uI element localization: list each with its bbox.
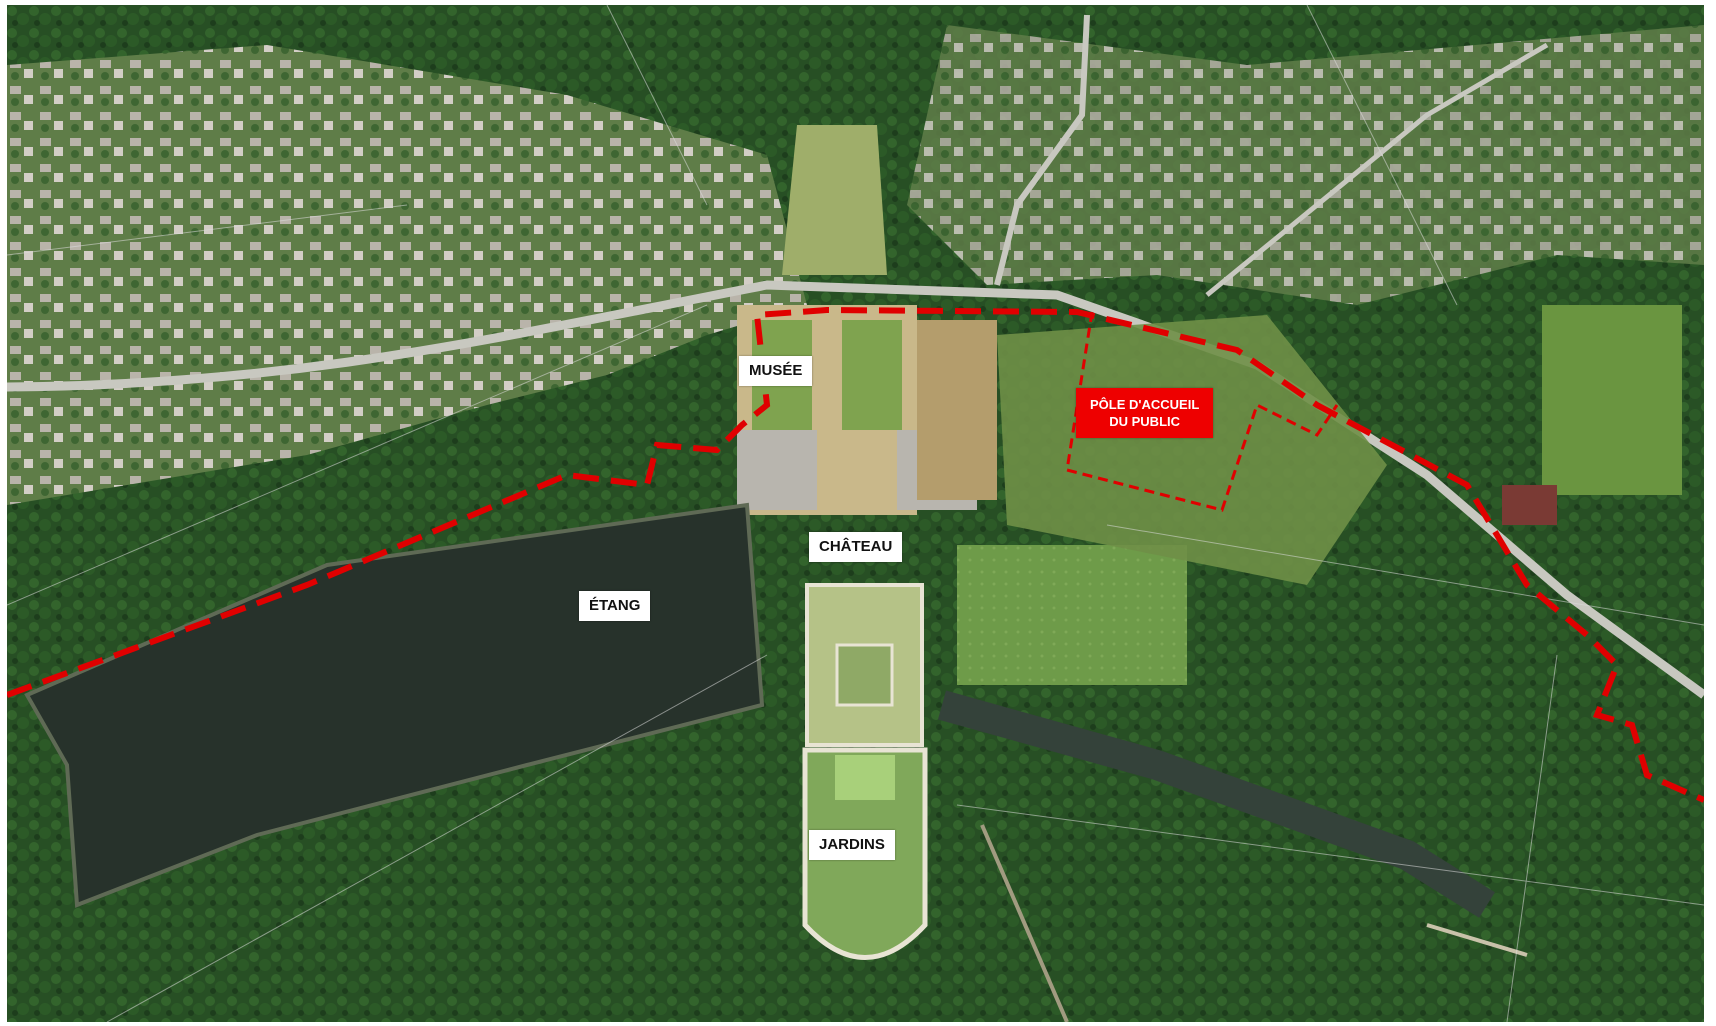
north-road <box>994 14 1090 286</box>
east-meadow <box>957 545 1187 685</box>
label-pole-accueil-line1: PÔLE D'ACCUEIL <box>1090 397 1200 412</box>
site-boundary <box>7 306 1704 803</box>
label-chateau: CHÂTEAU <box>809 532 903 562</box>
label-pole-accueil-line2: DU PUBLIC <box>1109 414 1181 429</box>
aerial-photo <box>7 5 1704 1022</box>
east-court <box>917 320 997 500</box>
fountain-basin <box>835 755 895 800</box>
sports-field <box>1542 305 1682 495</box>
pole-zone-outline <box>1065 311 1339 512</box>
label-pole-accueil: PÔLE D'ACCUEIL DU PUBLIC <box>1076 388 1214 438</box>
north-lawn <box>782 125 887 275</box>
chateau-building-west <box>737 430 817 510</box>
cadastral-lines <box>7 5 1704 1022</box>
tennis-court <box>1502 485 1557 525</box>
label-etang: ÉTANG <box>579 591 651 621</box>
village-area-east <box>907 25 1704 305</box>
parterre-inner <box>835 643 894 707</box>
forest-path-east <box>1426 923 1528 957</box>
village-area <box>7 45 807 505</box>
aerial-map[interactable]: MUSÉE ÉTANG CHÂTEAU JARDINS PÔLE D'ACCUE… <box>7 5 1704 1022</box>
forest-path <box>980 824 1069 1022</box>
canal <box>937 690 1495 918</box>
north-east-road <box>1205 42 1549 297</box>
etang-pond <box>24 502 765 908</box>
main-road <box>7 280 1704 699</box>
east-garden <box>842 320 902 430</box>
label-musee: MUSÉE <box>739 356 813 386</box>
label-jardins: JARDINS <box>809 830 895 860</box>
